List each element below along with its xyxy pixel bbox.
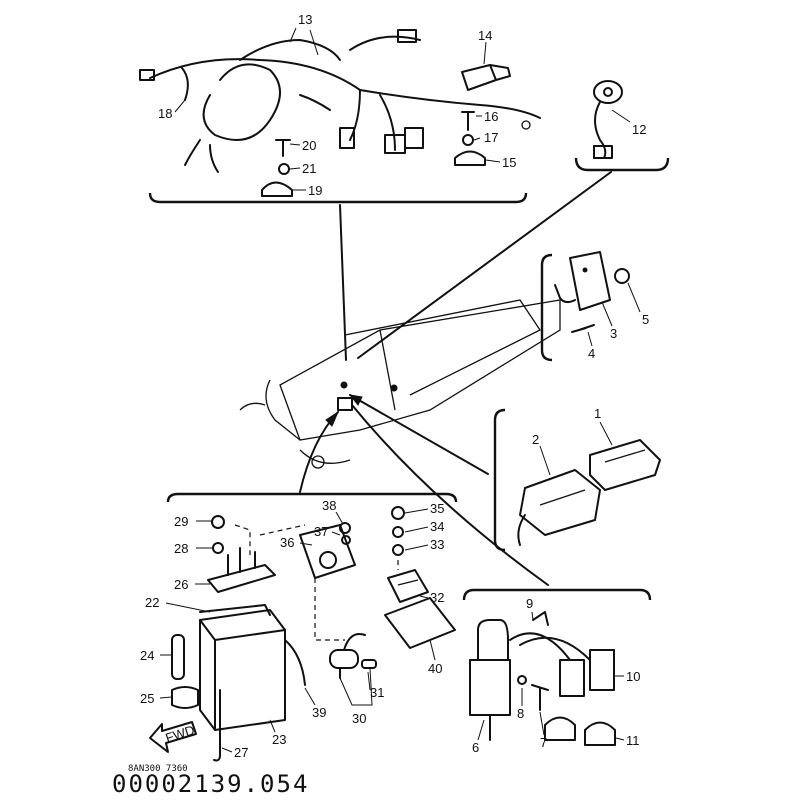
- callout-3: 3: [610, 326, 617, 341]
- callout-34: 34: [430, 519, 444, 534]
- fuse-holder-30: [329, 633, 366, 679]
- lower-left-group-bracket: [166, 492, 458, 503]
- nut-29: [211, 515, 225, 529]
- ignition-coil-6: [469, 619, 511, 741]
- callout-12: 12: [632, 122, 646, 137]
- bolt-4: [571, 324, 595, 333]
- callout-23: 23: [272, 732, 286, 747]
- callout-10: 10: [626, 669, 640, 684]
- starter-relay-32: [387, 569, 429, 603]
- wiring-harness: [139, 29, 541, 173]
- bolt-16: [461, 111, 475, 131]
- callout-14: 14: [478, 28, 492, 43]
- cdi-cover-1: [589, 439, 661, 491]
- battery-22: [199, 604, 271, 616]
- callout-11: 11: [626, 733, 640, 748]
- cable-9: [532, 611, 549, 626]
- callout-22: 22: [145, 595, 159, 610]
- callout-37: 37: [314, 524, 328, 539]
- bolt-20: [275, 139, 291, 157]
- main-switch-12: [593, 80, 623, 159]
- washer-8: [517, 675, 527, 685]
- callout-32: 32: [430, 590, 444, 605]
- cdi-unit-2: [517, 469, 601, 546]
- callout-39: 39: [312, 705, 326, 720]
- grommet-11-a: [544, 716, 576, 741]
- washer-33: [392, 544, 404, 556]
- nut-35: [391, 506, 405, 520]
- tube-24: [171, 634, 185, 680]
- assembly-guide-lines: [234, 524, 399, 641]
- relay-36: [299, 524, 356, 579]
- callout-numbers: 13 14 16 17 15 18 20 21 19 12 3 4 5 1 2 …: [140, 12, 649, 760]
- nut-17: [462, 134, 474, 146]
- clamp-15: [454, 150, 486, 166]
- nut-37: [341, 535, 351, 545]
- callout-38: 38: [322, 498, 336, 513]
- ignition-group-bracket: [462, 588, 652, 601]
- callout-18: 18: [158, 106, 172, 121]
- callout-19: 19: [308, 183, 322, 198]
- callout-30: 30: [352, 711, 366, 726]
- cdi-group-bracket: [493, 408, 506, 552]
- boot-14: [461, 64, 511, 91]
- callout-31: 31: [370, 685, 384, 700]
- bolt-38: [339, 522, 351, 534]
- battery-box-23: [199, 609, 286, 731]
- callout-13: 13: [298, 12, 312, 27]
- clamp-19: [261, 181, 293, 197]
- bracket-26: [207, 564, 276, 593]
- lead-39: [284, 639, 306, 686]
- callout-2: 2: [532, 432, 539, 447]
- drawing-reference: 8AN300 7360: [128, 764, 188, 774]
- main-switch-group-bracket: [574, 157, 670, 172]
- callout-25: 25: [140, 691, 154, 706]
- callout-20: 20: [302, 138, 316, 153]
- callout-9: 9: [526, 596, 533, 611]
- grommet-11-b: [584, 721, 616, 746]
- callout-7: 7: [540, 735, 547, 750]
- nut-21: [278, 163, 290, 175]
- callout-leaders: [159, 27, 641, 753]
- callout-40: 40: [428, 661, 442, 676]
- callout-5: 5: [642, 312, 649, 327]
- svg-text:FWD: FWD: [164, 722, 197, 745]
- nut-5: [614, 268, 630, 284]
- bracket-studs-26: [227, 547, 256, 576]
- callout-15: 15: [502, 155, 516, 170]
- callout-28: 28: [174, 541, 188, 556]
- regulator-3: [554, 251, 611, 311]
- band-18: [181, 67, 189, 101]
- callout-36: 36: [280, 535, 294, 550]
- diagram-code: 00002139.054: [112, 770, 310, 798]
- plate-40: [384, 597, 456, 649]
- wiring-harness-group-bracket: [148, 192, 528, 204]
- callout-1: 1: [594, 406, 601, 421]
- callout-16: 16: [484, 109, 498, 124]
- washer-34: [392, 526, 404, 538]
- washer-28: [212, 542, 224, 554]
- regulator-group-bracket: [540, 253, 553, 362]
- callout-35: 35: [430, 501, 444, 516]
- callout-6: 6: [472, 740, 479, 755]
- spark-plug-cap-10: [509, 632, 615, 697]
- callout-24: 24: [140, 648, 154, 663]
- callout-8: 8: [517, 706, 524, 721]
- frame-outline: [239, 299, 561, 469]
- callout-26: 26: [174, 577, 188, 592]
- band-27: [213, 689, 221, 762]
- callout-21: 21: [302, 161, 316, 176]
- callout-17: 17: [484, 130, 498, 145]
- fwd-arrow-icon: FWD: [149, 721, 197, 753]
- bolt-7: [531, 684, 549, 711]
- callout-4: 4: [588, 346, 595, 361]
- callout-33: 33: [430, 537, 444, 552]
- callout-27: 27: [234, 745, 248, 760]
- damper-25: [171, 686, 199, 709]
- fuse-31: [361, 659, 377, 669]
- callout-29: 29: [174, 514, 188, 529]
